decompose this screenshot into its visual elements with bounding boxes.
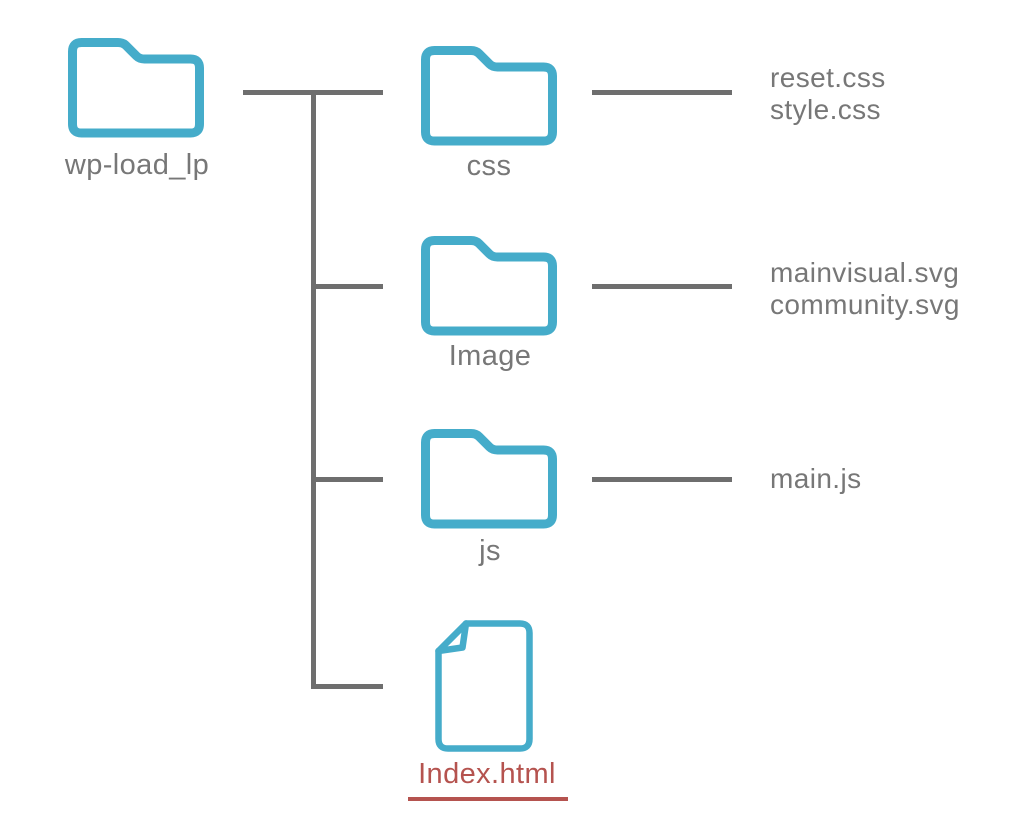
file-name: reset.css: [770, 62, 886, 93]
folder-label-css: css: [466, 150, 512, 182]
folder-label-image: Image: [448, 340, 532, 372]
file-list-image: mainvisual.svg community.svg: [770, 257, 960, 320]
file-name: style.css: [770, 93, 881, 125]
file-list-js: main.js: [770, 463, 862, 495]
root-folder-label: wp-load_lp: [64, 149, 210, 181]
file-list-css: reset.css style.css: [770, 62, 886, 125]
file-icon: [435, 620, 533, 752]
branch-line-js: [311, 477, 383, 482]
folder-icon: [68, 38, 204, 138]
connector-line-css-files: [592, 90, 732, 95]
folder-label-js: js: [479, 535, 501, 567]
branch-line-image: [311, 284, 383, 289]
tree-trunk-line: [311, 90, 316, 689]
connector-line-image-files: [592, 284, 732, 289]
file-name: community.svg: [770, 288, 960, 320]
folder-icon: [421, 429, 557, 529]
file-name: mainvisual.svg: [770, 257, 960, 288]
file-name: main.js: [770, 463, 862, 494]
file-label-index-html: Index.html: [418, 758, 556, 790]
branch-line-index: [311, 684, 383, 689]
folder-icon: [421, 236, 557, 336]
index-html-underline: [408, 797, 568, 801]
connector-line-js-files: [592, 477, 732, 482]
folder-icon: [421, 46, 557, 146]
